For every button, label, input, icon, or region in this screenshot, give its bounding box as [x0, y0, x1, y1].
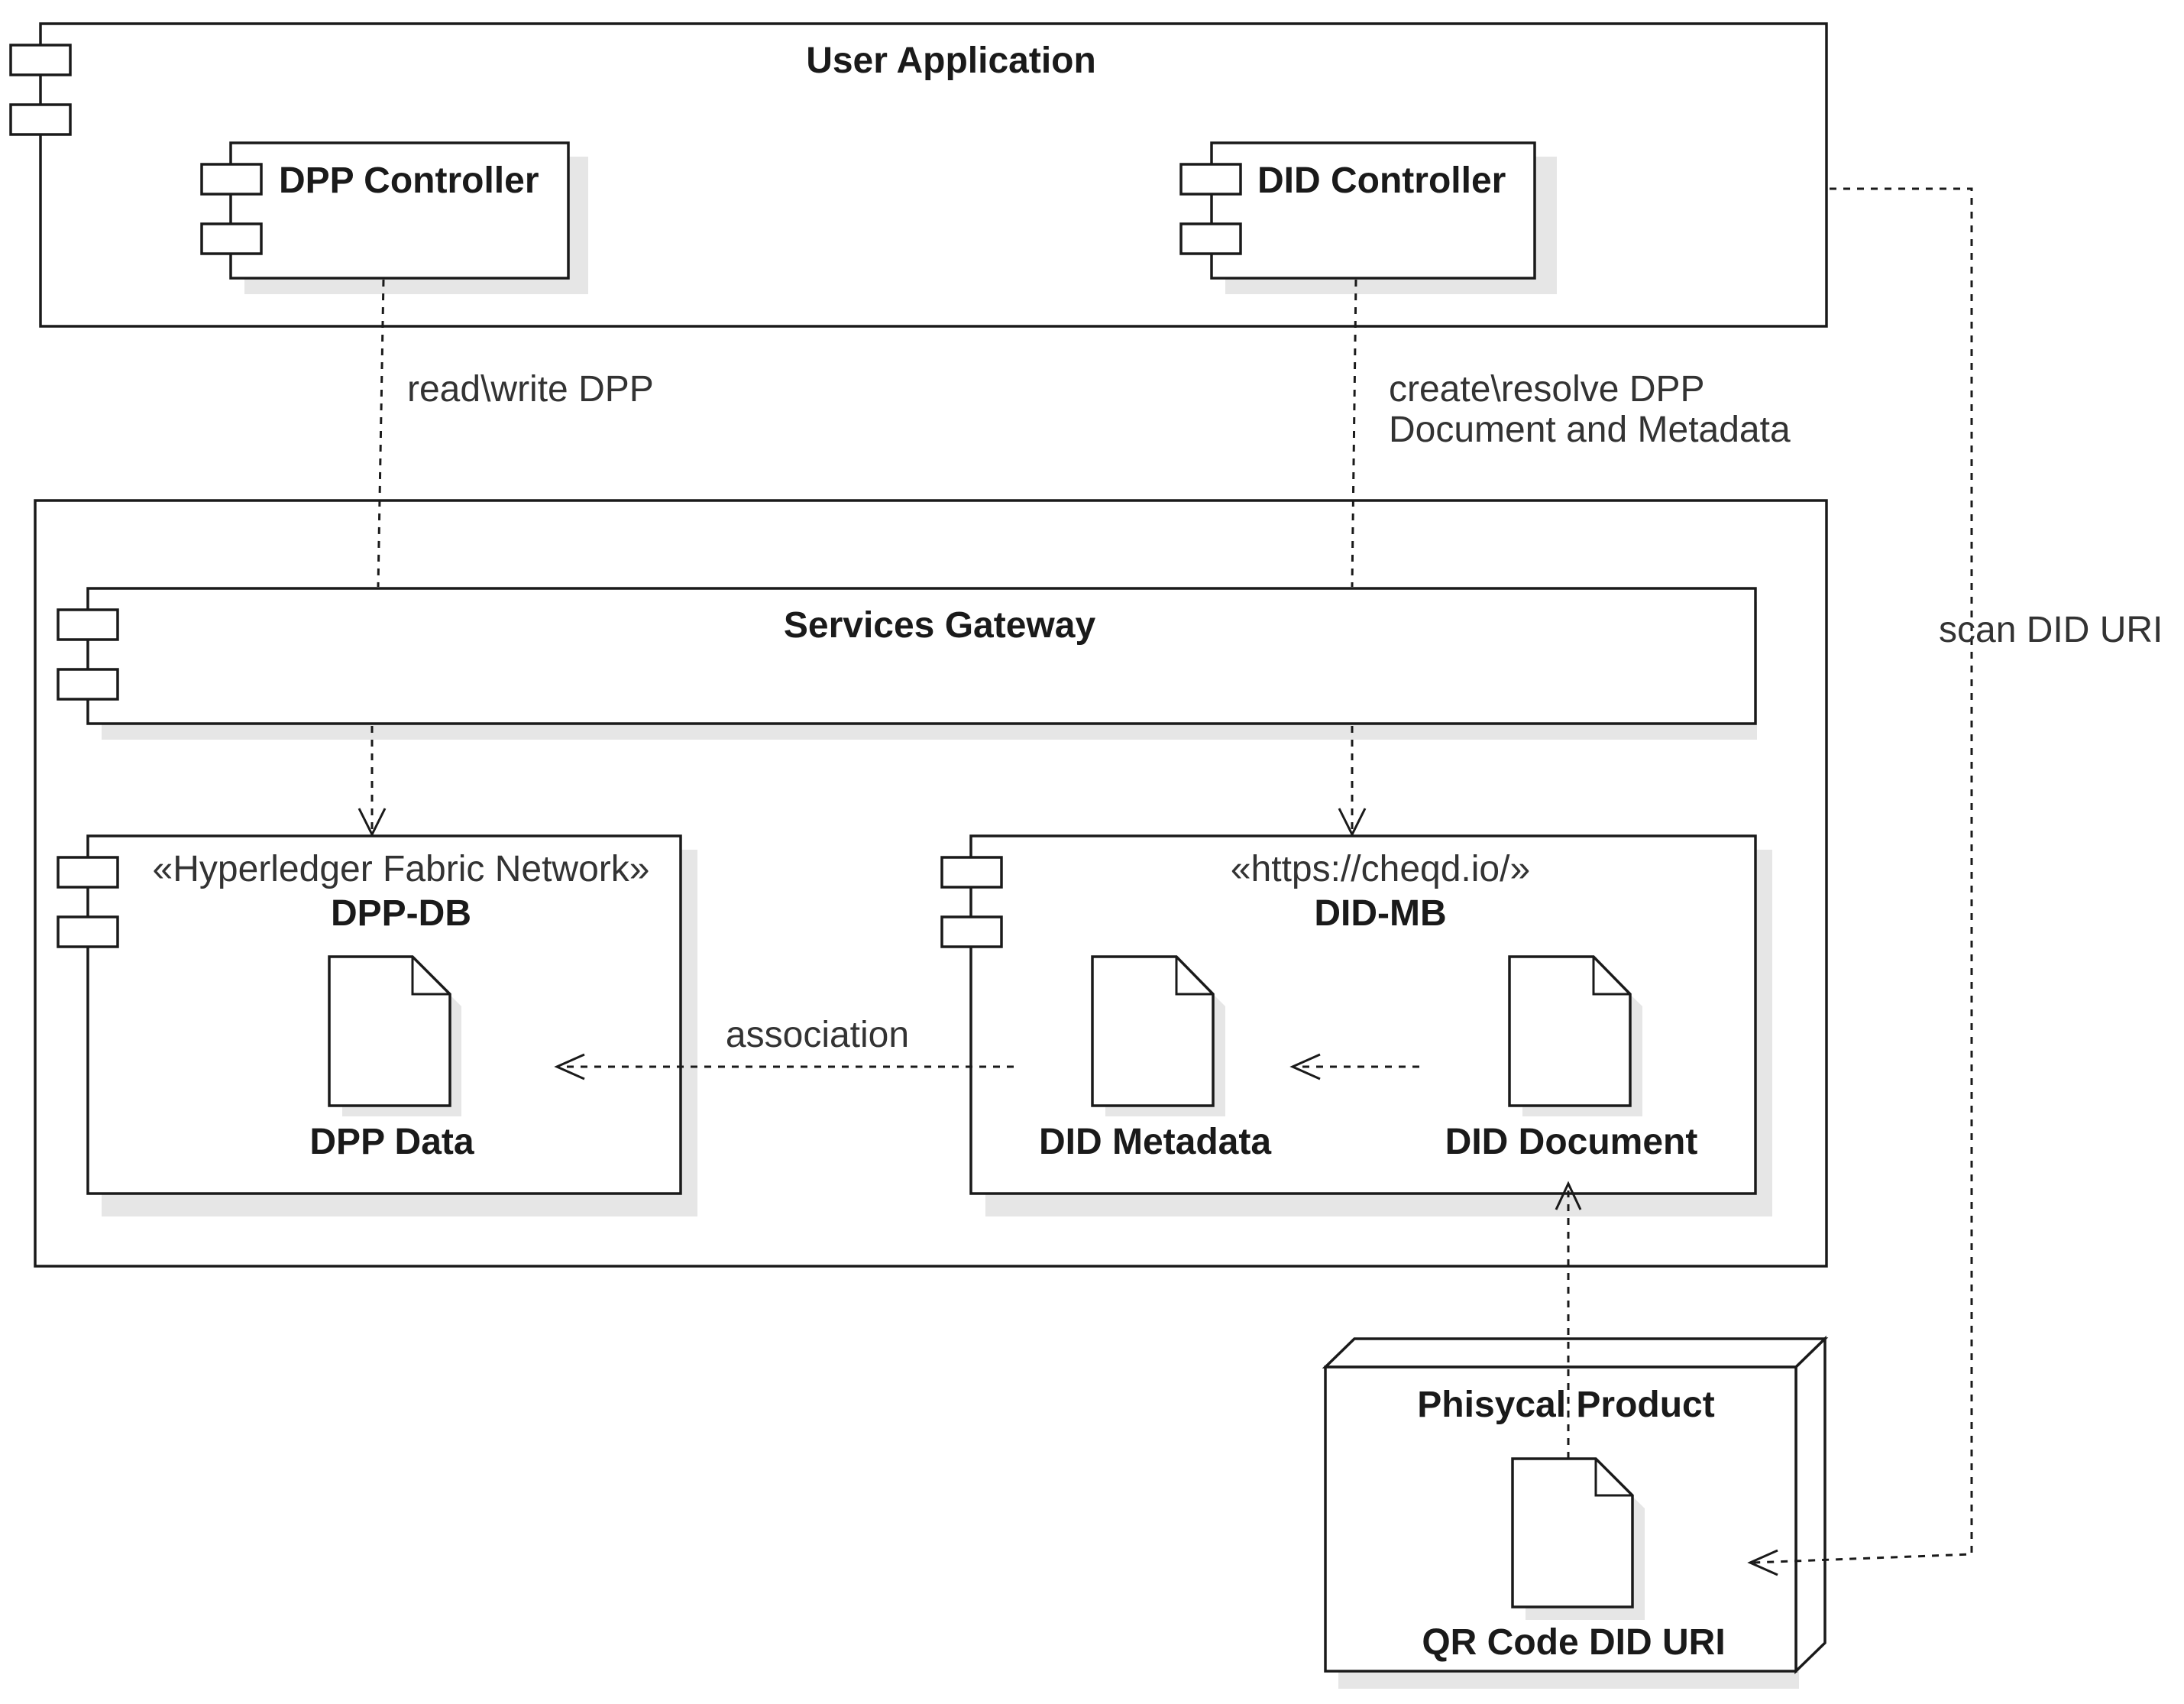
- component-icon: [57, 668, 119, 701]
- did-metadata-label: DID Metadata: [1039, 1122, 1271, 1162]
- component-icon: [940, 856, 1003, 889]
- component-icon: [57, 608, 119, 641]
- component-icon: [9, 44, 72, 76]
- did-mb-component: «https://cheqd.io/» DID-MB DID Metadata …: [940, 834, 1772, 1216]
- component-icon: [9, 103, 72, 136]
- component-icon: [200, 163, 263, 196]
- component-icon: [1179, 163, 1242, 196]
- physical-product-node: Phisycal Product QR Code DID URI: [1322, 1335, 1829, 1689]
- dpp-controller-component: DPP Controller: [200, 141, 588, 294]
- did-document-artifact: [1508, 955, 1642, 1116]
- dpp-data-artifact: [328, 955, 461, 1116]
- dependency-scan-did-uri: [1747, 187, 1973, 1576]
- dpp-data-label: DPP Data: [309, 1122, 474, 1162]
- did-mb-stereotype: «https://cheqd.io/»: [1231, 849, 1530, 889]
- qr-code-artifact: [1511, 1457, 1645, 1620]
- did-document-label: DID Document: [1445, 1122, 1698, 1162]
- did-mb-title: DID-MB: [1314, 893, 1446, 934]
- qr-code-label: QR Code DID URI: [1422, 1622, 1725, 1663]
- component-icon: [200, 222, 263, 255]
- did-controller-title: DID Controller: [1257, 160, 1506, 201]
- scan-did-uri-label: scan DID URI: [1939, 610, 2163, 650]
- component-icon: [1179, 222, 1242, 255]
- dependency-document-to-metadata: [1289, 1053, 1419, 1080]
- user-application-title: User Application: [806, 40, 1096, 81]
- association-label: association: [726, 1015, 909, 1055]
- dpp-db-title: DPP-DB: [331, 893, 471, 934]
- dependency-read-write: [377, 279, 385, 588]
- component-icon: [57, 856, 119, 889]
- dependency-association: [554, 1053, 1014, 1080]
- dependency-gateway-to-did-mb: [1338, 726, 1367, 837]
- physical-product-title: Phisycal Product: [1417, 1385, 1714, 1425]
- did-controller-component: DID Controller: [1179, 141, 1557, 294]
- dependency-gateway-to-dpp-db: [358, 726, 387, 837]
- did-metadata-artifact: [1091, 955, 1225, 1116]
- services-gateway-title: Services Gateway: [784, 605, 1096, 646]
- services-gateway-component: Services Gateway: [57, 587, 1757, 740]
- create-resolve-label-line2: Document and Metadata: [1389, 410, 1791, 450]
- component-icon: [940, 915, 1003, 948]
- dpp-db-stereotype: «Hyperledger Fabric Network»: [153, 849, 650, 889]
- dependency-create-resolve: [1351, 279, 1357, 588]
- dpp-db-component: «Hyperledger Fabric Network» DPP-DB DPP …: [57, 834, 697, 1216]
- dependency-qr-to-did-document: [1555, 1181, 1582, 1459]
- create-resolve-label-line1: create\resolve DPP: [1389, 369, 1705, 410]
- dpp-controller-title: DPP Controller: [279, 160, 539, 201]
- read-write-label: read\write DPP: [407, 369, 654, 410]
- component-icon: [57, 915, 119, 948]
